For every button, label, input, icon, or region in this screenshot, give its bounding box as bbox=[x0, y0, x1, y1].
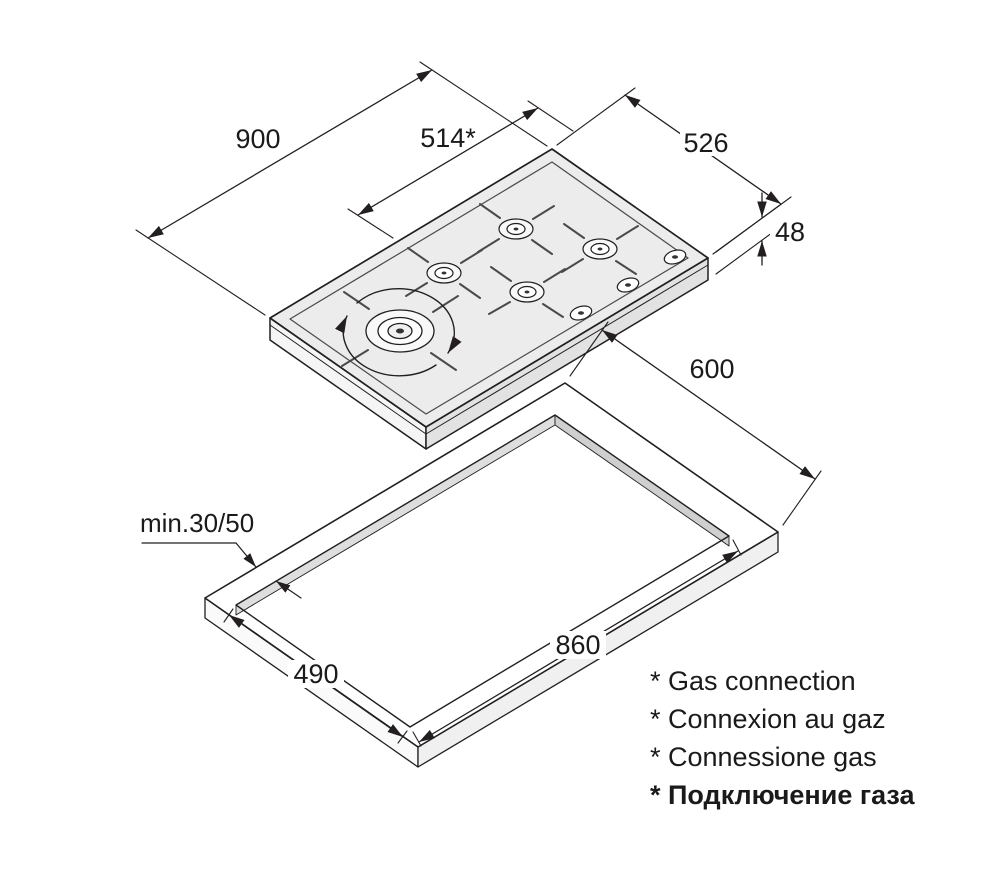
dimension-line bbox=[601, 329, 816, 480]
footnote-gas-connection-fr: * Connexion au gaz bbox=[650, 704, 886, 734]
dim-label-gas-connection: 514* bbox=[420, 123, 476, 153]
dim-label-hob-height: 48 bbox=[775, 217, 805, 247]
extension-line bbox=[569, 321, 609, 377]
burner-small-1 bbox=[426, 262, 462, 284]
extension-line bbox=[527, 100, 574, 132]
dim-label-edge-clearance: min.30/50 bbox=[140, 508, 254, 538]
burner-small-4 bbox=[582, 238, 618, 260]
dimension-cutout-width: 860 bbox=[412, 539, 742, 747]
extension-line bbox=[135, 229, 266, 316]
footnote-gas-connection-ru: * Подключение газа bbox=[650, 780, 915, 810]
rotation-arrow-bottom bbox=[334, 315, 437, 377]
burner-large-wok bbox=[365, 309, 435, 353]
burner-small-2 bbox=[498, 218, 534, 240]
footnote-gas-connection-en: * Gas connection bbox=[650, 666, 856, 696]
footnotes: * Gas connection * Connexion au gaz * Co… bbox=[650, 662, 915, 814]
control-knobs bbox=[569, 249, 687, 321]
hob-side-seam bbox=[269, 264, 709, 435]
extension-line bbox=[347, 208, 394, 239]
extension-line bbox=[782, 470, 822, 526]
label-mask bbox=[288, 660, 344, 688]
dimension-line bbox=[147, 69, 433, 239]
dim-label-worktop-depth: 600 bbox=[689, 354, 734, 384]
extension-line bbox=[715, 204, 781, 253]
dimension-hob-height: 48 bbox=[715, 192, 812, 275]
leader-line bbox=[141, 542, 257, 568]
dimension-cutout-depth: 490 bbox=[223, 608, 408, 744]
dimension-hob-width: 900 bbox=[135, 61, 548, 316]
dim-label-hob-width: 900 bbox=[235, 124, 280, 154]
dim-label-cutout-depth: 490 bbox=[293, 659, 338, 689]
rotation-arrow-top bbox=[356, 288, 462, 354]
burner-small-3 bbox=[509, 281, 545, 303]
arrow-line bbox=[275, 580, 302, 599]
extension-line bbox=[715, 226, 781, 275]
label-mask bbox=[550, 631, 606, 659]
footnote-gas-connection-it: * Connessione gas bbox=[650, 742, 877, 772]
hob bbox=[269, 148, 709, 450]
dimension-line bbox=[357, 107, 539, 216]
extension-line bbox=[412, 731, 422, 747]
extension-line bbox=[556, 87, 636, 146]
dimension-worktop-depth: 600 bbox=[569, 321, 822, 526]
label-mask bbox=[680, 128, 732, 156]
dimension-hob-depth: 526 bbox=[556, 87, 792, 255]
dim-label-cutout-width: 860 bbox=[555, 630, 600, 660]
label-mask bbox=[770, 218, 812, 245]
dimensions: 900 514* 526 bbox=[135, 61, 822, 747]
extension-line bbox=[732, 539, 742, 556]
dim-label-hob-depth: 526 bbox=[683, 128, 728, 158]
dimension-gas-connection: 514* bbox=[347, 100, 574, 239]
extension-line bbox=[223, 608, 234, 623]
rotation-arrows bbox=[334, 288, 462, 377]
dimension-edge-clearance: min.30/50 bbox=[140, 508, 302, 599]
